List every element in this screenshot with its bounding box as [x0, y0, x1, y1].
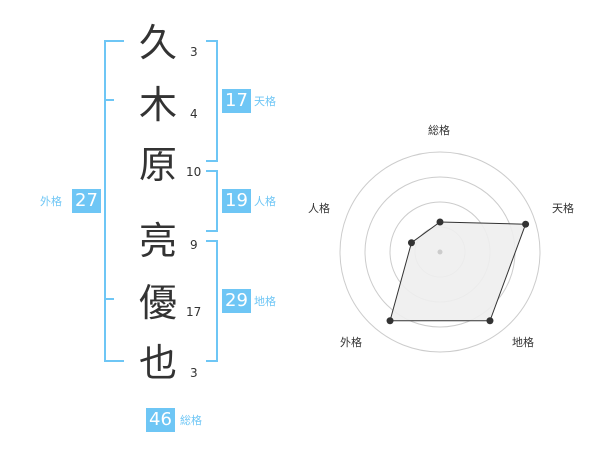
name-char-2: 木 — [138, 83, 177, 127]
gaikaku-bracket — [104, 40, 124, 362]
bracket-tick — [104, 99, 114, 101]
stroke-count-3: 10 — [186, 165, 202, 179]
stroke-count-1: 3 — [190, 45, 198, 59]
radar-data-point — [407, 239, 415, 247]
jinkaku-label: 人格 — [254, 195, 276, 208]
radar-center-dot — [437, 249, 443, 255]
name-char-1: 久 — [138, 21, 177, 65]
radar-data-point — [522, 220, 530, 228]
jinkaku-value: 19 — [222, 189, 251, 213]
radar-data-point — [386, 317, 394, 325]
chikaku-bracket — [206, 240, 218, 362]
tenkaku-value: 17 — [222, 89, 251, 113]
chikaku-value: 29 — [222, 289, 251, 313]
stroke-count-4: 9 — [190, 238, 198, 252]
jinkaku-bracket — [206, 170, 218, 232]
soukaku-label: 総格 — [180, 414, 202, 427]
bracket-tick — [104, 298, 114, 300]
soukaku-value: 46 — [146, 408, 175, 432]
radar-axis-label-gaikaku: 外格 — [340, 336, 362, 349]
stroke-count-6: 3 — [190, 366, 198, 380]
name-char-3: 原 — [138, 143, 177, 187]
radar-axis-label-soukaku: 総格 — [428, 124, 450, 137]
stroke-count-5: 17 — [186, 305, 202, 319]
name-char-4: 亮 — [138, 219, 177, 263]
fortune-radar-chart: 総格 天格 地格 外格 人格 — [300, 110, 600, 380]
stroke-count-2: 4 — [190, 107, 198, 121]
radar-axis-label-jinkaku: 人格 — [308, 202, 330, 215]
radar-data-point — [436, 218, 444, 226]
tenkaku-bracket — [206, 40, 218, 162]
radar-axis-label-tenkaku: 天格 — [552, 202, 574, 215]
tenkaku-label: 天格 — [254, 95, 276, 108]
name-char-6: 也 — [138, 341, 177, 385]
radar-svg — [339, 151, 541, 353]
gaikaku-value: 27 — [72, 189, 101, 213]
chikaku-label: 地格 — [254, 295, 276, 308]
radar-axis-label-chikaku: 地格 — [512, 336, 534, 349]
radar-series-area — [389, 221, 527, 322]
radar-data-point — [486, 317, 494, 325]
radar-grid-ring — [339, 151, 541, 353]
gaikaku-label: 外格 — [40, 195, 62, 208]
name-char-5: 優 — [138, 281, 177, 325]
